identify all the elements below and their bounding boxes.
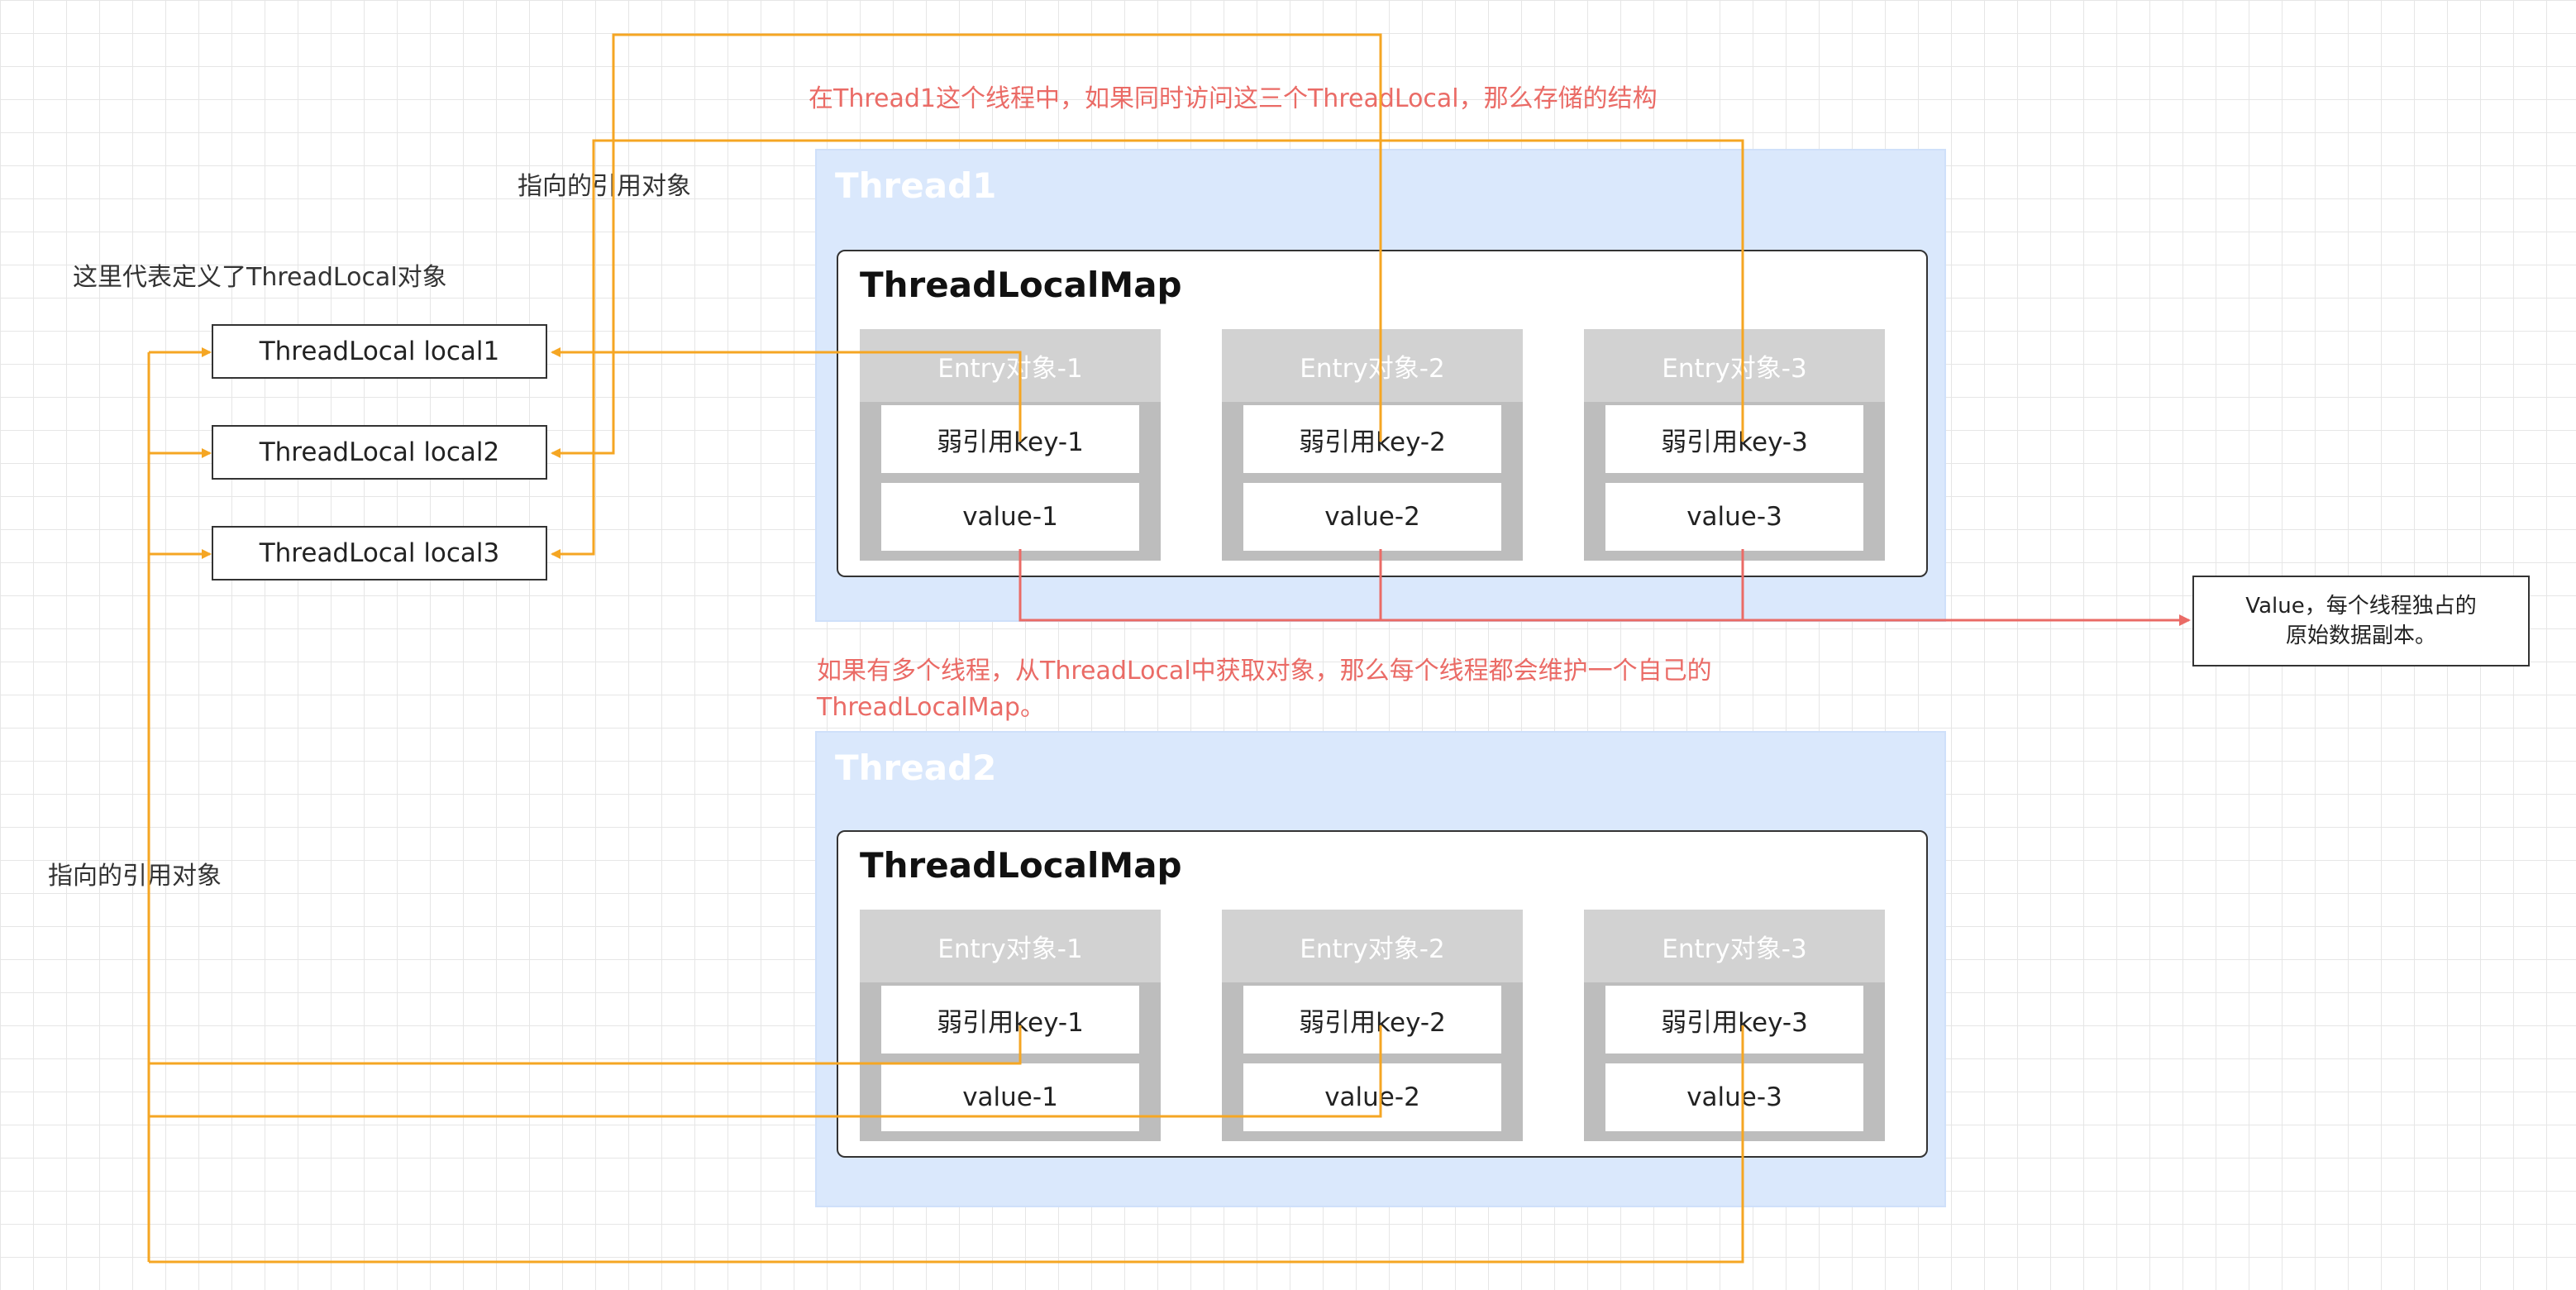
- thread2-threadlocalmap: ThreadLocalMap Entry对象-1 弱引用key-1 value-…: [837, 830, 1928, 1158]
- thread1-threadlocalmap-title: ThreadLocalMap: [860, 265, 1182, 305]
- value-copy-note-line1: Value，每个线程独占的: [2245, 594, 2477, 619]
- multi-thread-note-line2: ThreadLocalMap。: [817, 693, 1045, 722]
- value-copy-note-line2: 原始数据副本。: [2285, 624, 2436, 648]
- multi-thread-note-line1: 如果有多个线程，从ThreadLocal中获取对象，那么每个线程都会维护一个自己…: [817, 657, 1712, 686]
- thread1-container: Thread1 ThreadLocalMap Entry对象-1 弱引用key-…: [815, 149, 1946, 622]
- thread1-entry-3: Entry对象-3 弱引用key-3 value-3: [1584, 329, 1885, 561]
- value-copy-note: Value，每个线程独占的 原始数据副本。: [2192, 576, 2530, 666]
- ref-object-note-left: 指向的引用对象: [48, 862, 222, 891]
- threadlocal-local2-box: ThreadLocal local2: [212, 425, 547, 480]
- ref-object-note-top: 指向的引用对象: [518, 172, 691, 201]
- entry-value: value-1: [881, 1063, 1139, 1131]
- thread2-title: Thread2: [835, 748, 997, 788]
- thread1-structure-note: 在Thread1这个线程中，如果同时访问这三个ThreadLocal，那么存储的…: [809, 84, 1658, 113]
- thread2-entry-2: Entry对象-2 弱引用key-2 value-2: [1222, 910, 1523, 1141]
- entry-title: Entry对象-3: [1584, 910, 1885, 982]
- entry-key: 弱引用key-2: [1243, 986, 1501, 1054]
- thread1-entry-1: Entry对象-1 弱引用key-1 value-1: [860, 329, 1161, 561]
- entry-key: 弱引用key-3: [1605, 986, 1863, 1054]
- entry-title: Entry对象-1: [860, 329, 1161, 402]
- entry-value: value-2: [1243, 1063, 1501, 1131]
- entry-value: value-3: [1605, 483, 1863, 551]
- thread2-container: Thread2 ThreadLocalMap Entry对象-1 弱引用key-…: [815, 731, 1946, 1207]
- thread1-threadlocalmap: ThreadLocalMap Entry对象-1 弱引用key-1 value-…: [837, 250, 1928, 577]
- thread1-entry-2: Entry对象-2 弱引用key-2 value-2: [1222, 329, 1523, 561]
- multi-thread-note: 如果有多个线程，从ThreadLocal中获取对象，那么每个线程都会维护一个自己…: [817, 653, 1712, 726]
- entry-key: 弱引用key-3: [1605, 405, 1863, 473]
- entry-key: 弱引用key-2: [1243, 405, 1501, 473]
- entry-title: Entry对象-3: [1584, 329, 1885, 402]
- entry-title: Entry对象-2: [1222, 329, 1523, 402]
- define-threadlocal-note: 这里代表定义了ThreadLocal对象: [73, 263, 447, 292]
- entry-key: 弱引用key-1: [881, 405, 1139, 473]
- thread2-threadlocalmap-title: ThreadLocalMap: [860, 845, 1182, 886]
- thread1-title: Thread1: [835, 165, 997, 206]
- entry-title: Entry对象-1: [860, 910, 1161, 982]
- thread2-entry-3: Entry对象-3 弱引用key-3 value-3: [1584, 910, 1885, 1141]
- entry-value: value-1: [881, 483, 1139, 551]
- threadlocal-local1-box: ThreadLocal local1: [212, 324, 547, 379]
- thread2-entry-1: Entry对象-1 弱引用key-1 value-1: [860, 910, 1161, 1141]
- threadlocal-local3-box: ThreadLocal local3: [212, 526, 547, 580]
- entry-key: 弱引用key-1: [881, 986, 1139, 1054]
- entry-value: value-3: [1605, 1063, 1863, 1131]
- entry-title: Entry对象-2: [1222, 910, 1523, 982]
- entry-value: value-2: [1243, 483, 1501, 551]
